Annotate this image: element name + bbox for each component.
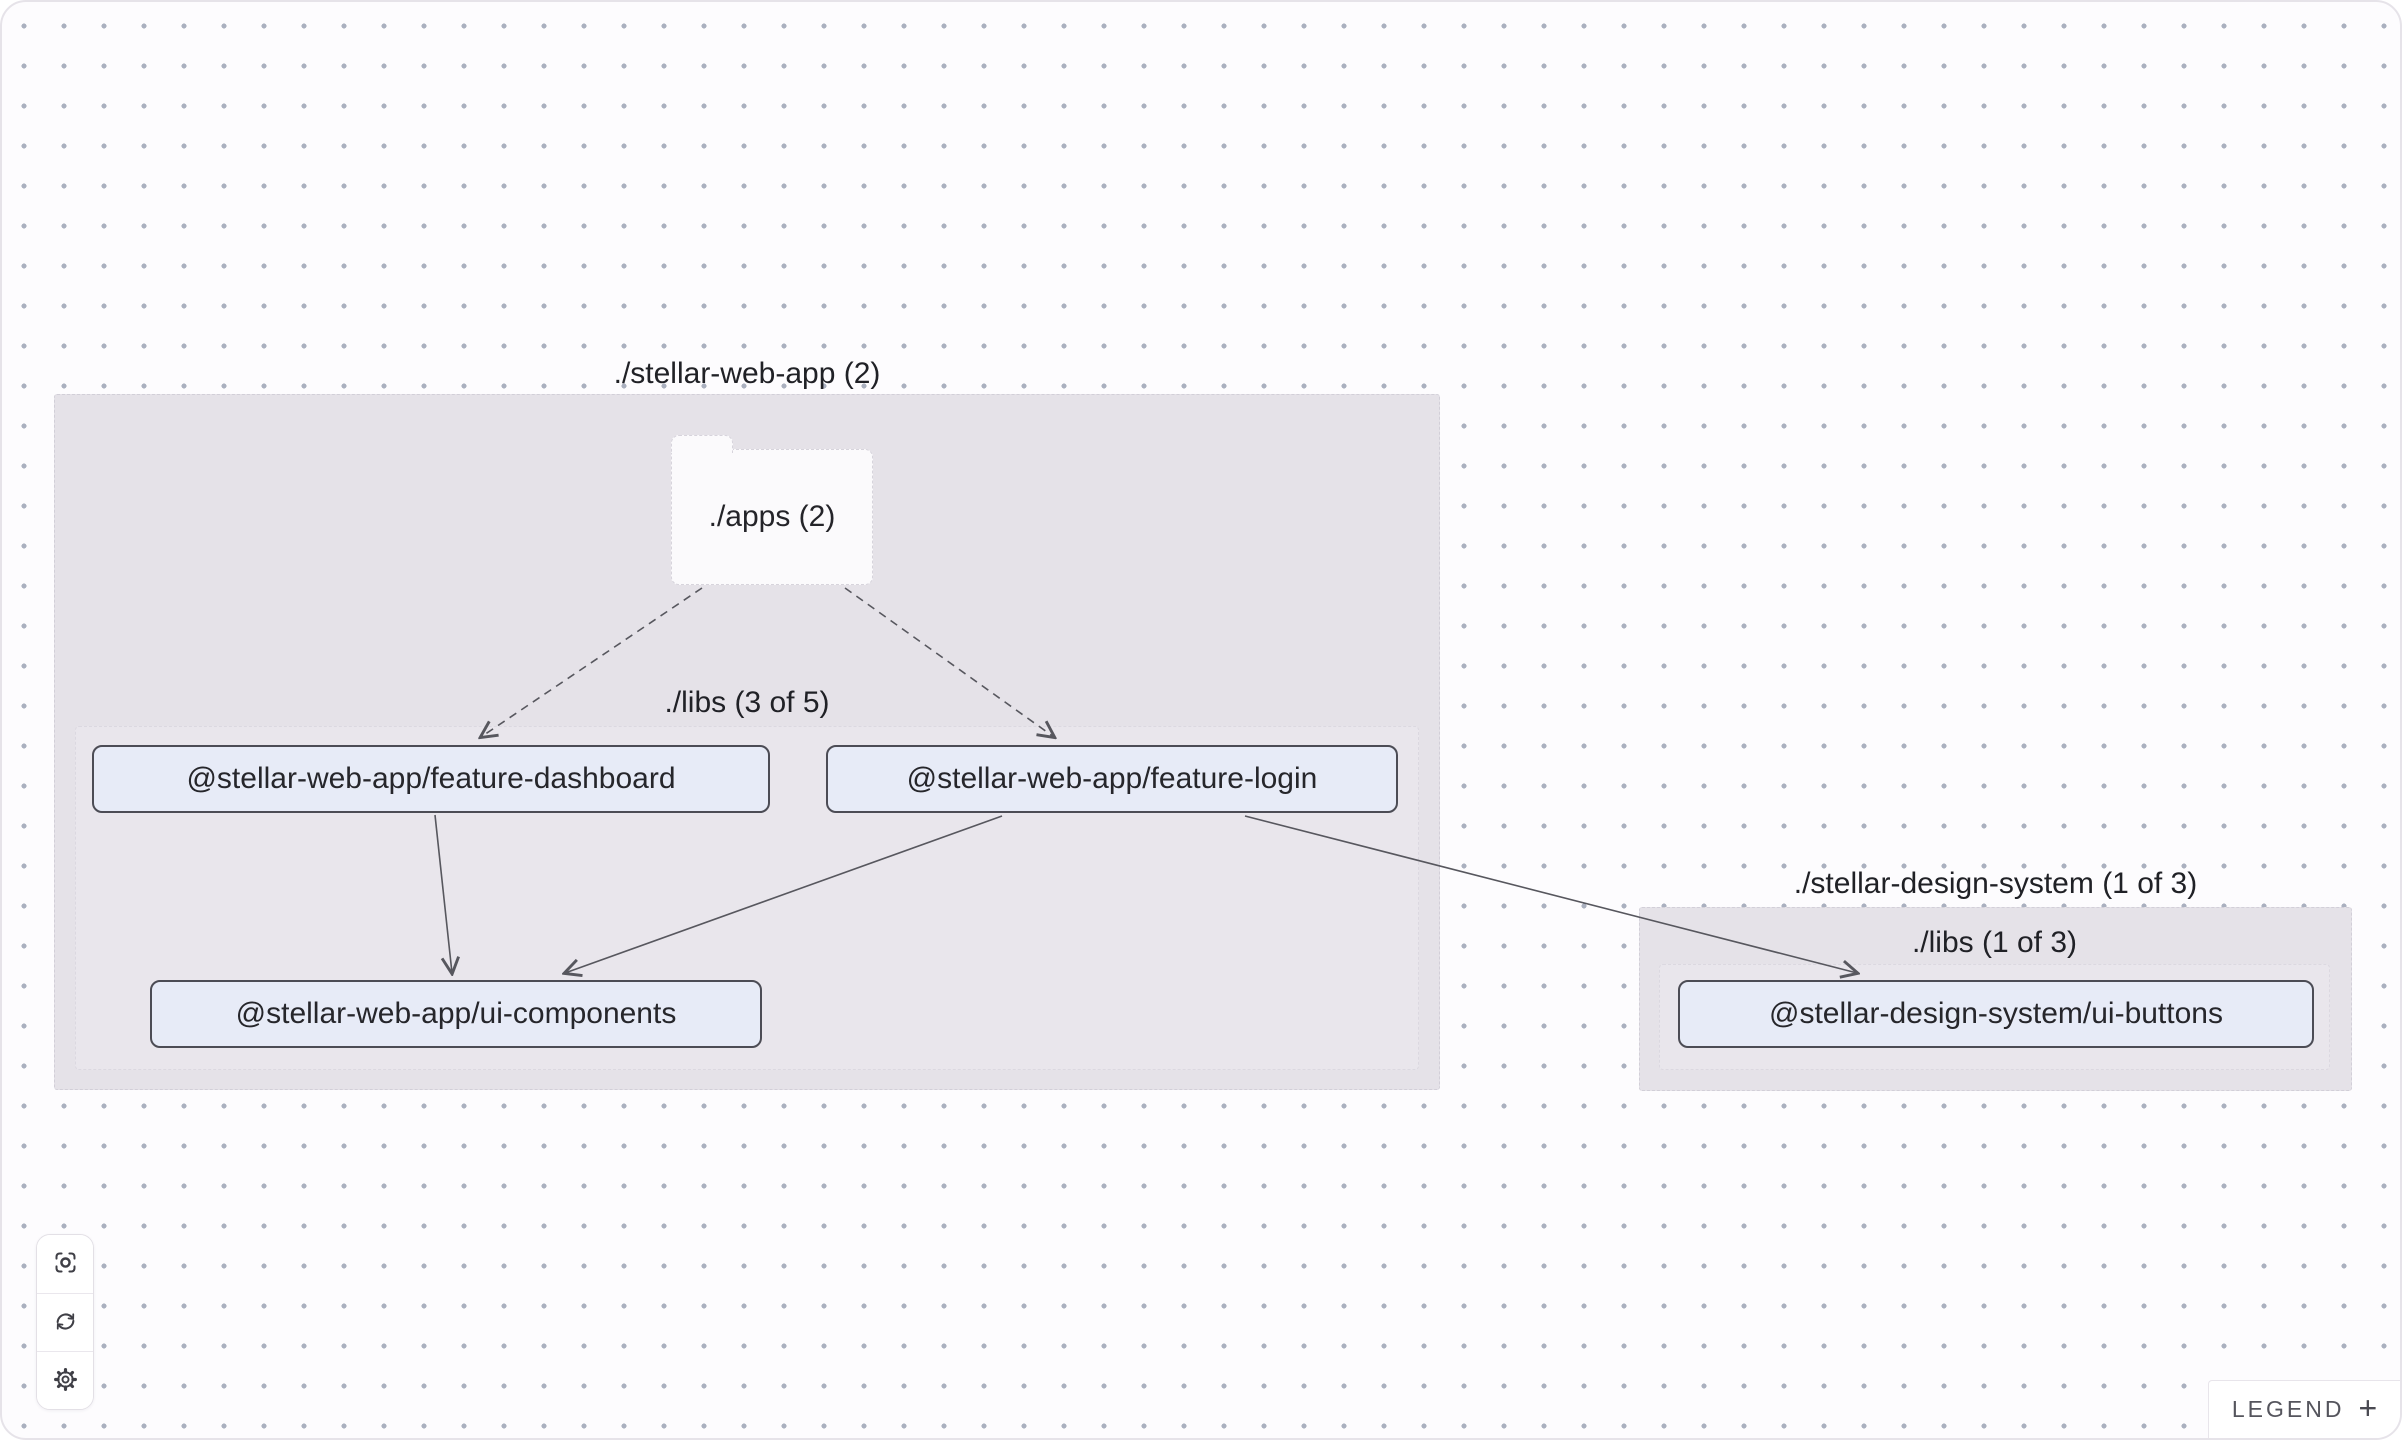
folder-node-apps-label: ./apps (2)	[671, 449, 873, 585]
libs-label-stellar-design-system: ./libs (1 of 3)	[1911, 926, 2078, 959]
node-ui-buttons[interactable]: @stellar-design-system/ui-buttons	[1678, 980, 2314, 1048]
focus-button[interactable]	[37, 1235, 93, 1293]
group-label-stellar-web-app: ./stellar-web-app (2)	[613, 357, 881, 390]
plus-icon: +	[2358, 1390, 2378, 1426]
refresh-icon	[52, 1308, 79, 1338]
focus-icon	[52, 1249, 79, 1279]
settings-button[interactable]	[37, 1351, 93, 1409]
node-feature-dashboard[interactable]: @stellar-web-app/feature-dashboard	[92, 745, 770, 813]
legend-toggle[interactable]: LEGEND +	[2208, 1380, 2400, 1438]
folder-tab	[671, 435, 733, 453]
folder-node-apps[interactable]: ./apps (2)	[671, 435, 873, 585]
group-label-stellar-design-system: ./stellar-design-system (1 of 3)	[1793, 867, 2198, 900]
node-ui-components[interactable]: @stellar-web-app/ui-components	[150, 980, 762, 1048]
refresh-button[interactable]	[37, 1293, 93, 1351]
canvas-toolbar	[36, 1234, 94, 1410]
node-feature-login[interactable]: @stellar-web-app/feature-login	[826, 745, 1398, 813]
libs-label-stellar-web-app: ./libs (3 of 5)	[664, 686, 830, 719]
settings-icon	[52, 1366, 79, 1396]
legend-label: LEGEND	[2231, 1396, 2345, 1422]
